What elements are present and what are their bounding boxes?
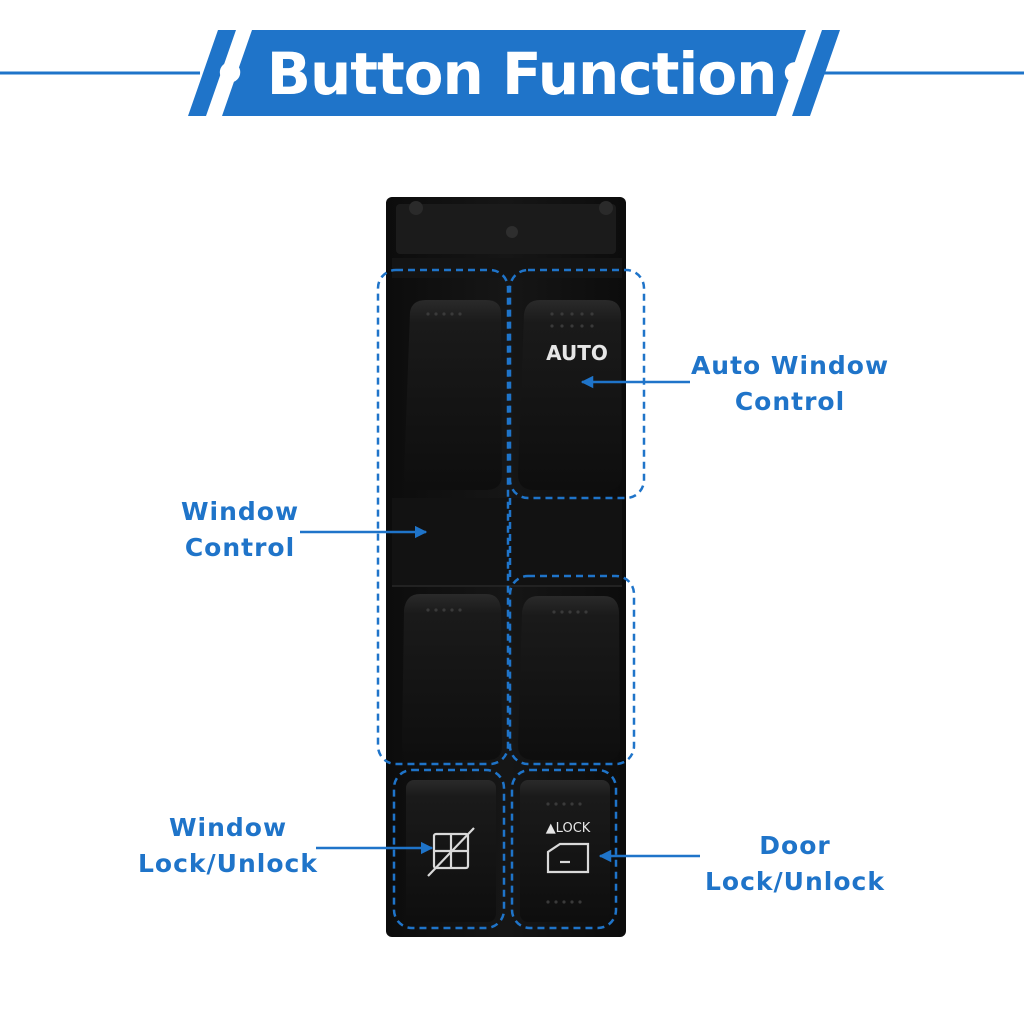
panel-pin <box>506 226 518 238</box>
callout-line: Lock/Unlock <box>705 867 885 896</box>
rocker-body[interactable] <box>404 300 502 490</box>
rocker-switch-rear-right[interactable] <box>518 596 620 760</box>
rocker-body[interactable] <box>402 594 502 760</box>
highlight-auto-window-control <box>508 268 646 500</box>
title-banner <box>0 30 1024 116</box>
rocker-switch-rear-left[interactable] <box>402 594 502 760</box>
door-lock-button[interactable]: ▲LOCK <box>520 780 610 922</box>
rocker-body[interactable] <box>518 300 622 490</box>
rocker-dots <box>552 610 588 614</box>
callout-line: Window <box>180 497 300 526</box>
callout-line: Door <box>759 831 831 860</box>
title-text: Button Function <box>266 40 778 108</box>
window-lock-button[interactable] <box>406 780 496 922</box>
button-body[interactable] <box>520 780 610 922</box>
banner-body <box>222 30 806 116</box>
callout-line: Control <box>184 533 296 562</box>
highlight-regions <box>376 268 646 930</box>
mount-post-right <box>599 201 613 215</box>
page-title: • Button Function• <box>0 36 1024 112</box>
highlight-window-control <box>376 268 510 766</box>
rocker-dots <box>426 312 462 316</box>
panel-top-lip <box>396 204 616 254</box>
window-lock-icon <box>427 827 475 877</box>
rocker-dots <box>550 312 594 328</box>
callout-line: Control <box>734 387 846 416</box>
callout-door-lock-unlock: Door Lock/Unlock <box>690 828 900 900</box>
door-lock-icon <box>546 842 590 874</box>
callout-line: Auto Window <box>690 351 890 380</box>
title-bullet-right: • <box>776 40 813 108</box>
rocker-switch-front-left[interactable] <box>404 300 502 490</box>
mount-post-left <box>409 201 423 215</box>
auto-label: AUTO <box>546 341 608 365</box>
callout-arrows <box>300 375 700 863</box>
callout-window-lock-unlock: Window Lock/Unlock <box>128 810 328 882</box>
rocker-body[interactable] <box>518 596 620 760</box>
highlight-door-lock <box>510 768 618 930</box>
callout-line: Window <box>168 813 288 842</box>
callout-line: Lock/Unlock <box>138 849 318 878</box>
title-bullet-left: • <box>211 40 248 108</box>
panel-ridge <box>392 258 622 278</box>
callout-auto-window-control: Auto Window Control <box>680 348 900 420</box>
rocker-dots <box>426 608 462 612</box>
rocker-switch-auto[interactable]: AUTO <box>518 300 622 490</box>
highlight-rear-right-window <box>508 574 636 766</box>
banner-left-slash <box>188 30 236 116</box>
highlight-window-lock <box>392 768 506 930</box>
callout-window-control: Window Control <box>160 494 320 566</box>
door-lock-dots <box>546 802 582 904</box>
banner-right-slash <box>792 30 840 116</box>
lock-label: ▲LOCK <box>546 821 591 836</box>
